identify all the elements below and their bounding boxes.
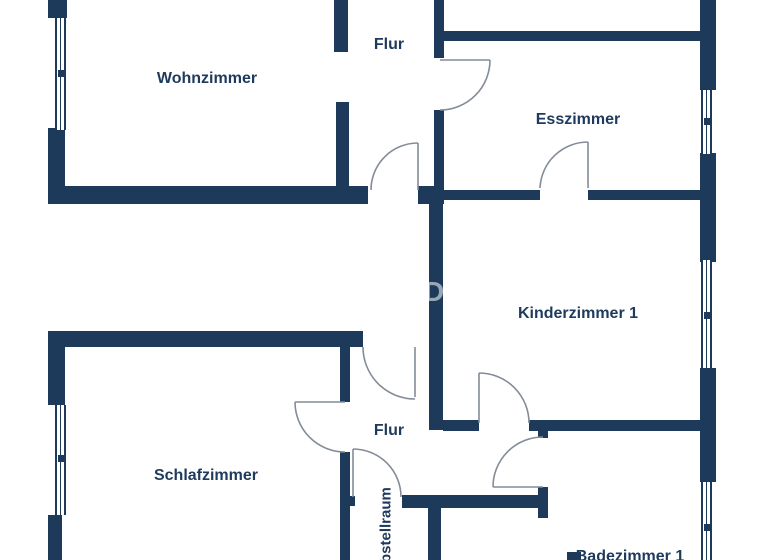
- label-esszimmer: Esszimmer: [535, 111, 621, 128]
- window-tick: [57, 70, 64, 77]
- wall-schlafzimmer-left-lower: [48, 515, 62, 560]
- wall-bottom-nub: [567, 552, 581, 560]
- door-schlafzimmer: [294, 401, 346, 453]
- door-flur-middle: [362, 346, 416, 400]
- window-tick: [703, 312, 710, 319]
- door-badezimmer: [492, 436, 544, 488]
- watermark-letter: D: [424, 276, 445, 307]
- wall-badezimmer-jamb-bottom: [538, 487, 548, 518]
- label-flur-bottom: Flur: [373, 422, 405, 439]
- label-badezimmer-1: Badezimmer 1: [575, 548, 685, 560]
- wall-central-mid: [434, 110, 444, 190]
- wall-schlafzimmer-top: [48, 331, 363, 347]
- wall-schlafzimmer-left-upper: [48, 331, 65, 405]
- wall-esszimmer-bottom-right: [588, 190, 702, 200]
- wall-kinderzimmer-bottom-left: [443, 420, 479, 431]
- wall-wohnzimmer-right-lower: [336, 102, 349, 190]
- door-abstellraum: [352, 448, 402, 498]
- window-tick: [703, 524, 710, 531]
- wall-wohnzimmer-right-upper: [334, 0, 348, 52]
- wall-central-main: [429, 190, 443, 430]
- window-badezimmer-right: [701, 482, 712, 560]
- window-frame: [701, 482, 712, 560]
- window-schlafzimmer-left: [55, 405, 66, 515]
- label-abstellraum: Abstellraum: [377, 487, 394, 560]
- wall-left-top-stub: [48, 0, 67, 18]
- door-kinderzimmer: [478, 372, 530, 424]
- door-esszimmer: [539, 141, 589, 189]
- label-flur-top: Flur: [373, 36, 405, 53]
- window-tick: [57, 455, 64, 462]
- door-flur-top: [439, 59, 491, 111]
- label-kinderzimmer-1: Kinderzimmer 1: [517, 305, 639, 322]
- window-wohnzimmer-left: [55, 18, 66, 130]
- wall-abstellraum-door-stub: [350, 496, 355, 506]
- wall-left-wohnzimmer-lower: [48, 128, 65, 204]
- wall-right-top: [700, 0, 716, 90]
- window-kinderzimmer-right: [701, 260, 712, 368]
- wall-abstellraum-right: [428, 508, 441, 560]
- wall-right-low: [700, 368, 716, 482]
- wall-esszimmer-bottom-left: [444, 190, 540, 200]
- window-esszimmer-right: [701, 90, 712, 154]
- wall-esszimmer-top: [444, 31, 702, 41]
- door-wohnzimmer: [370, 142, 419, 191]
- wall-schlafzimmer-right-upper: [340, 347, 350, 402]
- wall-central-top: [434, 0, 444, 58]
- wall-kinderzimmer-bottom-right: [529, 420, 702, 431]
- wall-wohnzimmer-bottom: [48, 186, 368, 204]
- wall-right-mid: [700, 153, 716, 262]
- wall-badezimmer-jamb-top: [538, 430, 548, 438]
- label-wohnzimmer: Wohnzimmer: [156, 70, 258, 87]
- label-schlafzimmer: Schlafzimmer: [153, 467, 259, 484]
- wall-schlafzimmer-right-lower: [340, 452, 350, 560]
- wall-passage-bottom: [402, 495, 547, 508]
- window-tick: [703, 118, 710, 125]
